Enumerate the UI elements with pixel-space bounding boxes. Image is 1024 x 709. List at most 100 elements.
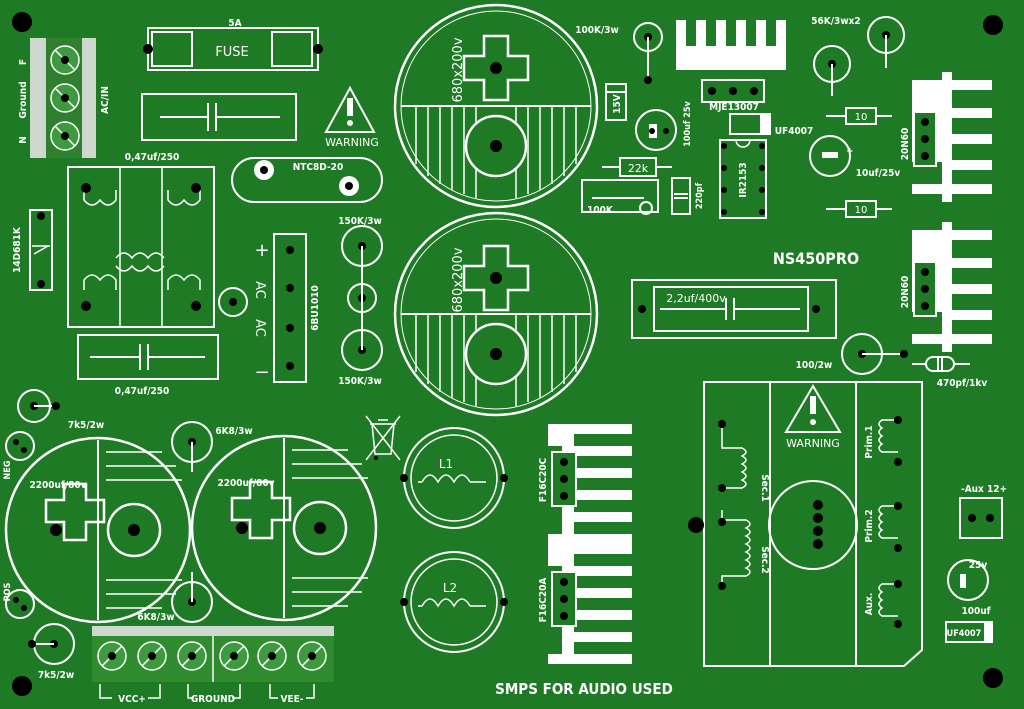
r6k8-bottom-label: 6K8/3w (137, 612, 174, 623)
weee-recycle-icon (365, 415, 401, 461)
diode-heatsink-2 (548, 544, 632, 664)
inductor-l2 (400, 551, 508, 653)
ntc-thermistor (231, 157, 383, 203)
uf4007-top-diode (729, 113, 771, 135)
cap-100uf-aux (947, 559, 989, 601)
sec1-label: Sec.1 (759, 474, 770, 502)
cap-470pf (912, 356, 970, 372)
fuse-label: FUSE (215, 45, 248, 60)
board-title: NS450PRO (773, 249, 859, 268)
x-cap-top (141, 93, 297, 141)
cap-x-top-label: 0,47uf/250 (125, 152, 180, 163)
aux12-label: -Aux 12+ (961, 484, 1007, 495)
ntc-label: NTC8D-20 (293, 162, 343, 173)
ground-label: Ground (18, 81, 29, 118)
r10-top-label: 10 (855, 112, 868, 123)
cap10uf-plus: + (846, 146, 854, 157)
film-cap (631, 279, 837, 339)
vee-label: VEE- (281, 694, 304, 705)
r150k-top-label: 150K/3w (338, 216, 382, 227)
fuse-rating: 5A (228, 18, 241, 29)
transformer (688, 381, 923, 667)
l2-label: L2 (443, 581, 457, 595)
cap-100uf (635, 109, 677, 151)
ic-label: IR2153 (738, 162, 749, 197)
ac-in-label: AC/IN (100, 86, 111, 114)
cap470pf-label: 470pf/1kv (937, 378, 988, 389)
cap100uf-aux-label: 100uf (961, 606, 990, 617)
cap-10uf (809, 135, 851, 177)
mosfet-heatsink-2 (912, 222, 992, 352)
out-cap1-label: 2200uf/80v (29, 480, 86, 491)
l1-label: L1 (439, 457, 453, 471)
bridge-rectifier (218, 233, 307, 383)
r7k5-top-label: 7k5/2w (68, 420, 104, 431)
transistor-heatsink (676, 20, 786, 103)
cap10uf-label: 10uf/25v (856, 168, 901, 179)
uf4007-bottom-label: UF4007 (947, 629, 982, 639)
pot-100k (581, 179, 659, 215)
warning-icon (324, 85, 376, 133)
r22k-resistor (602, 157, 672, 177)
r100-resistor (841, 333, 908, 375)
inductor-l1 (400, 427, 508, 529)
uf4007-top-label: UF4007 (775, 126, 814, 137)
uf4007-bottom-diode (945, 621, 993, 643)
r7k5-resistors (5, 389, 75, 665)
zener-diode (605, 83, 627, 121)
bridge-label: 6BU1010 (310, 285, 321, 330)
vcc-label: VCC+ (118, 694, 146, 705)
film-cap-label: 2,2uf/400v (666, 292, 726, 305)
gnd-label: GROUND (191, 694, 235, 705)
r6k8-top-label: 6K8/3w (215, 426, 252, 437)
board-footer: SMPS FOR AUDIO USED (495, 680, 673, 698)
r6k8-resistors (171, 421, 213, 623)
cap100uf-label: 100uf 25v (683, 101, 693, 147)
r10-bottom-label: 10 (855, 205, 868, 216)
zener-label: 15V (612, 94, 623, 114)
bulk-cap-top (393, 3, 599, 209)
bulk-cap-bottom-label: 680x200v (451, 247, 466, 312)
warning-top-label: WARNING (325, 136, 379, 149)
r22k-label: 22k (628, 162, 649, 175)
n-label: N (18, 136, 29, 144)
pot-label: 100K (587, 205, 614, 216)
mounting-holes (12, 12, 1003, 696)
bridge-ac1: AC (252, 281, 267, 299)
output-cap-2 (190, 434, 378, 622)
ic-ir2153 (719, 139, 767, 219)
cap25v-label: 25v (969, 560, 988, 571)
bridge-minus: − (254, 362, 269, 383)
f-label: F (18, 59, 29, 65)
neg-label: NEG (3, 460, 13, 479)
fuse-holder (143, 27, 323, 71)
ac-in-terminal (30, 38, 96, 158)
r56k-label: 56K/3wx2 (811, 16, 860, 27)
warning-transformer-label: WARNING (786, 437, 840, 450)
diode1-label: F16C20C (538, 457, 549, 502)
r7k5-bottom-label: 7k5/2w (38, 670, 74, 681)
x-cap-bottom (77, 334, 219, 380)
r100k-resistor (633, 22, 663, 84)
bulk-cap-top-label: 680x200v (451, 37, 466, 102)
cap-x-bottom-label: 0,47uf/250 (115, 386, 170, 397)
bleeder-resistors (341, 225, 383, 371)
mosfet1-label: 20N60 (900, 128, 911, 161)
output-cap-1 (4, 436, 192, 624)
pos-label: POS (3, 583, 13, 602)
aux-label: Aux. (864, 593, 875, 616)
r150k-bottom-label: 150K/3w (338, 376, 382, 387)
sec2-label: Sec.2 (759, 546, 770, 574)
transistor-label: MJE13007 (709, 102, 759, 113)
bulk-cap-bottom (393, 211, 599, 417)
diode-heatsink-1 (548, 424, 632, 544)
bridge-plus: + (254, 240, 269, 261)
output-terminals (92, 626, 334, 699)
r56k-resistors (813, 16, 905, 96)
bridge-ac2: AC (252, 319, 267, 337)
mosfet2-label: 20N60 (900, 276, 911, 309)
common-mode-choke (67, 166, 215, 328)
cap-220pf (671, 177, 691, 215)
r100k-label: 100K/3w (575, 25, 619, 36)
varistor-label: 14D681K (12, 226, 23, 273)
